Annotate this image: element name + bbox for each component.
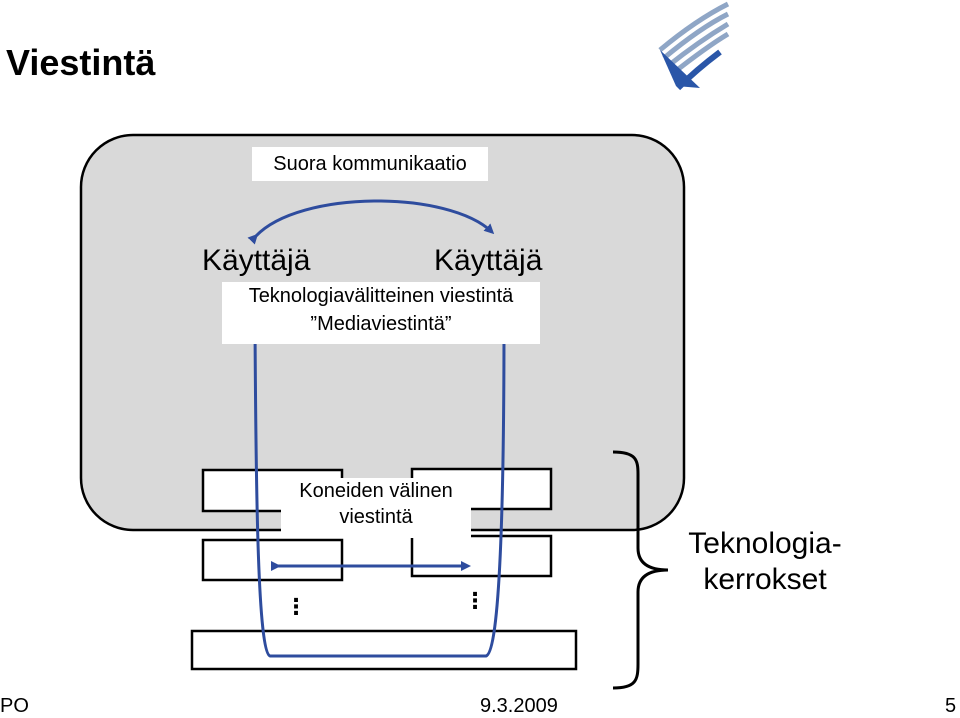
machine-communication-label: Koneiden välinen viestintä [281,478,471,538]
direct-arrow [247,199,495,245]
ellipsis-right: ⋮ [464,588,486,613]
layer-box-bottom [190,629,578,671]
user-left-label: Käyttäjä [202,244,311,277]
media-communication-text: ”Mediaviestintä” [310,313,452,335]
machine-comm-line1: Koneiden välinen [299,480,453,502]
ellipsis-left: ⋮ [285,594,307,619]
footer-left: PO [0,695,29,717]
technology-mediated-text: Teknologiavälitteinen viestintä [248,285,514,307]
footer-page-number: 5 [945,695,957,717]
layer-box-right-mid [410,534,553,578]
technology-layers-label: Teknologia-kerrokset [688,527,842,596]
mediated-communication-label: Teknologiavälitteinen viestintä ”Mediavi… [222,282,540,344]
layer-box-left-mid [201,538,344,582]
footer-date: 9.3.2009 [480,695,558,717]
logo-icon [658,1,730,91]
direct-communication-label: Suora kommunikaatio [252,147,488,181]
slide-title: Viestintä [6,42,156,83]
mediated-loop [249,317,509,658]
curly-brace [612,450,669,690]
machine-comm-line2: viestintä [339,506,413,528]
user-right-label: Käyttäjä [434,244,543,277]
